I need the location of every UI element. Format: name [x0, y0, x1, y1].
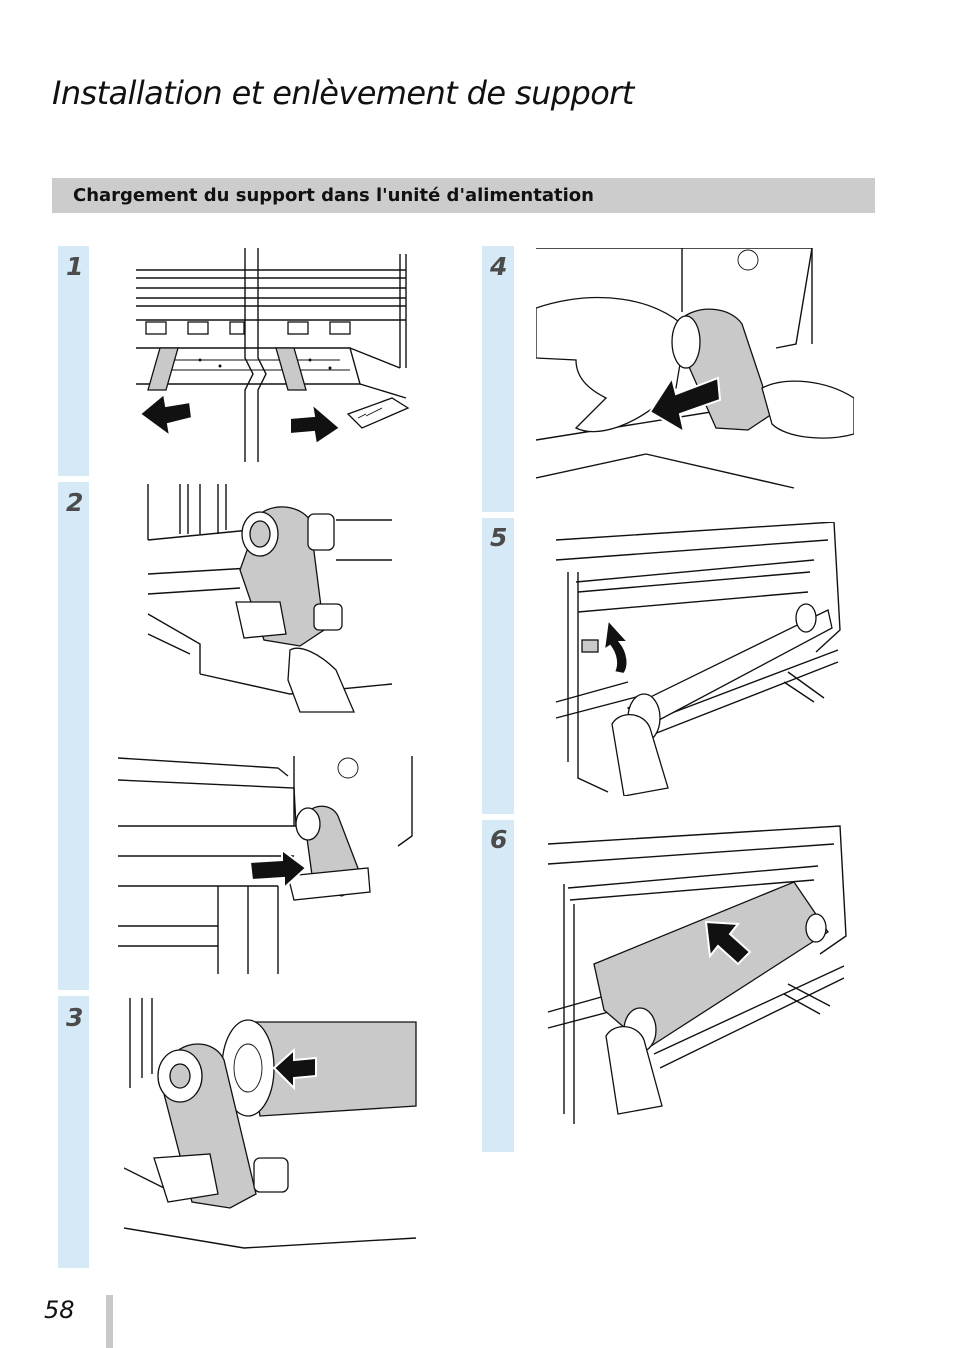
step-3-number: 3: [66, 1003, 84, 1032]
step-1-illustration: [136, 248, 410, 462]
left-edge-guide: [147, 347, 179, 391]
step-2-illustration-a: [147, 484, 393, 713]
printer-platen: [136, 248, 407, 462]
step-2-illustration-b: [118, 756, 413, 974]
step-1-band: [58, 246, 89, 476]
step-4-illustration: [536, 248, 854, 489]
hand-left: [536, 297, 687, 433]
step-4-number: 4: [490, 252, 508, 281]
page-number-rule: [106, 1295, 113, 1348]
hand: [287, 647, 355, 713]
arrow-left-icon: [648, 375, 722, 435]
step-3-band: [58, 996, 89, 1268]
printer-frame: [536, 248, 813, 489]
arrow-up-left-icon: [704, 920, 752, 966]
media-holder-arm: [605, 1026, 663, 1115]
arrow-right-icon: [289, 401, 342, 446]
media-holder-arm: [611, 714, 669, 796]
printer-body: [555, 522, 841, 793]
step-5-band: [482, 518, 514, 814]
section-heading-text: Chargement du support dans l'unité d'ali…: [73, 185, 594, 206]
media-holder-arm: [287, 805, 371, 901]
arrow-right-icon: [248, 848, 308, 891]
media-roll: [221, 1019, 417, 1117]
step-4-band: [482, 246, 514, 512]
right-edge-guide: [275, 347, 307, 391]
step-2-number: 2: [66, 488, 84, 517]
step-5-illustration: [555, 522, 841, 796]
media-holder-arm: [235, 506, 343, 647]
media-sheet: [593, 881, 829, 1049]
page-number: 58: [44, 1296, 75, 1324]
hand-right: [761, 380, 854, 439]
step-6-illustration: [547, 825, 847, 1124]
printer-frame: [118, 756, 413, 974]
step-1-number: 1: [66, 252, 84, 281]
page-title: Installation et enlèvement de support: [52, 74, 634, 112]
step-3-illustration: [124, 998, 417, 1249]
step-6-band: [482, 820, 514, 1152]
media-holder-arm: [671, 308, 773, 431]
printer-frame: [147, 484, 393, 695]
step-2-band: [58, 482, 89, 990]
step-5-number: 5: [490, 523, 508, 552]
media-end-holder-part: [346, 397, 410, 429]
media-holder-arm: [153, 1043, 289, 1209]
arrow-left-icon: [138, 392, 194, 439]
arrow-left-icon: [272, 1047, 317, 1091]
section-header: Chargement du support dans l'unité d'ali…: [52, 178, 875, 213]
lock-lever: [581, 639, 599, 653]
media-roll-shaft: [626, 603, 833, 743]
step-6-number: 6: [490, 825, 508, 854]
arrow-up-curve-icon: [602, 617, 631, 676]
